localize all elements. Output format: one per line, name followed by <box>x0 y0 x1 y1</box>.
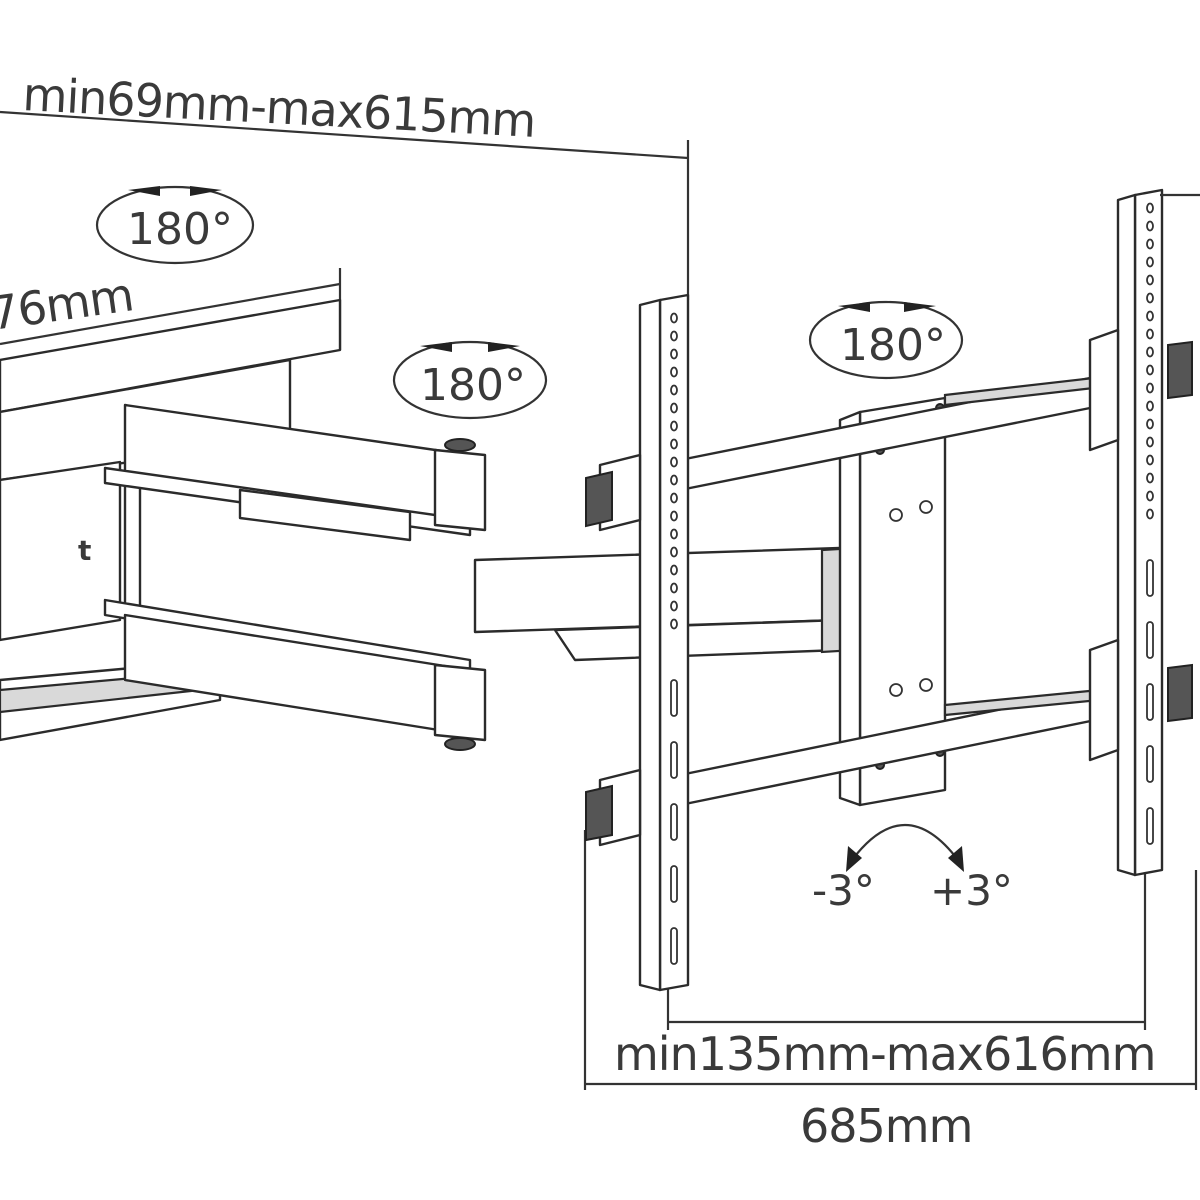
bracket-slot <box>670 927 678 965</box>
wall-partial-line <box>0 282 341 346</box>
bracket-slot <box>670 865 678 903</box>
top-dimension-label: min69mm-max615mm <box>21 67 536 148</box>
first-arm <box>103 403 487 751</box>
bracket-slot <box>1146 559 1154 597</box>
bracket-slot <box>1146 683 1154 721</box>
wall-swivel-badge: 180° <box>95 185 255 265</box>
bracket-hole <box>670 420 678 432</box>
vertical-bracket-right <box>1088 188 1200 877</box>
bracket-slot <box>670 803 678 841</box>
head-swivel-badge: 180° <box>808 300 964 380</box>
bracket-hole <box>670 564 678 576</box>
bracket-hole <box>670 474 678 486</box>
rotate-left-arrow-icon <box>128 186 160 196</box>
bracket-hole <box>670 456 678 468</box>
bracket-hole <box>670 582 678 594</box>
bracket-slot <box>1146 621 1154 659</box>
bracket-hole <box>670 348 678 360</box>
wall-plate-mark: t <box>78 534 91 567</box>
arm-swivel-badge: 180° <box>392 340 548 420</box>
bracket-hole <box>1146 400 1154 412</box>
bracket-hole <box>1146 454 1154 466</box>
bracket-hole <box>1146 202 1154 214</box>
bracket-hole <box>1146 490 1154 502</box>
bracket-hole <box>1146 382 1154 394</box>
tilt-left-arrow-icon <box>846 846 862 872</box>
bracket-hole <box>1146 292 1154 304</box>
tilt-arc <box>851 824 959 861</box>
bracket-hole <box>1146 418 1154 430</box>
bracket-hole <box>1146 310 1154 322</box>
head-swivel-label: 180° <box>840 320 946 371</box>
rotate-left-arrow-icon <box>838 302 870 312</box>
bracket-hole <box>670 600 678 612</box>
rotate-left-arrow-icon <box>420 342 452 352</box>
bracket-hole <box>670 528 678 540</box>
bracket-hole <box>1146 274 1154 286</box>
bracket-hole <box>1146 256 1154 268</box>
tilt-head <box>838 396 947 807</box>
top-dimension: min69mm-max615mm <box>0 67 690 300</box>
bracket-hole <box>670 330 678 342</box>
bracket-hole <box>1146 220 1154 232</box>
bracket-slot <box>670 741 678 779</box>
tilt-plus-label: +3° <box>930 866 1013 915</box>
tilt-indicator: -3° +3° <box>812 824 1013 915</box>
bracket-hole <box>1146 508 1154 520</box>
wall-partial-label: 76mm <box>0 267 136 341</box>
total-dimension: 685mm <box>583 830 1198 1153</box>
vertical-bracket-left <box>585 293 690 992</box>
bracket-hole <box>670 618 678 630</box>
wall-swivel-label: 180° <box>127 204 233 255</box>
bracket-slot <box>1146 745 1154 783</box>
bracket-hole <box>670 546 678 558</box>
bracket-hole <box>1146 346 1154 358</box>
rotate-right-arrow-icon <box>190 186 222 196</box>
bottom-dimension-label: min135mm-max616mm <box>614 1027 1155 1081</box>
bracket-hole <box>670 510 678 522</box>
tilt-right-arrow-icon <box>948 846 964 872</box>
bracket-hole <box>1146 472 1154 484</box>
bottom-dimension: min135mm-max616mm <box>614 870 1156 1081</box>
bracket-hole <box>670 366 678 378</box>
bracket-slot <box>670 679 678 717</box>
bracket-hole <box>1146 436 1154 448</box>
bracket-hole <box>670 312 678 324</box>
bracket-holes <box>670 202 1154 965</box>
bracket-hole <box>670 492 678 504</box>
tilt-minus-label: -3° <box>812 866 875 915</box>
bracket-hole <box>670 438 678 450</box>
bracket-hole <box>1146 238 1154 250</box>
total-dimension-label: 685mm <box>800 1099 972 1153</box>
bracket-hole <box>670 384 678 396</box>
bracket-hole <box>1146 364 1154 376</box>
rotate-right-arrow-icon <box>488 342 520 352</box>
arm-swivel-label: 180° <box>420 360 526 411</box>
top-dimension-line <box>0 110 689 160</box>
rotate-right-arrow-icon <box>904 302 936 312</box>
bracket-slot <box>1146 807 1154 845</box>
bracket-hole <box>1146 328 1154 340</box>
bracket-hole <box>670 402 678 414</box>
